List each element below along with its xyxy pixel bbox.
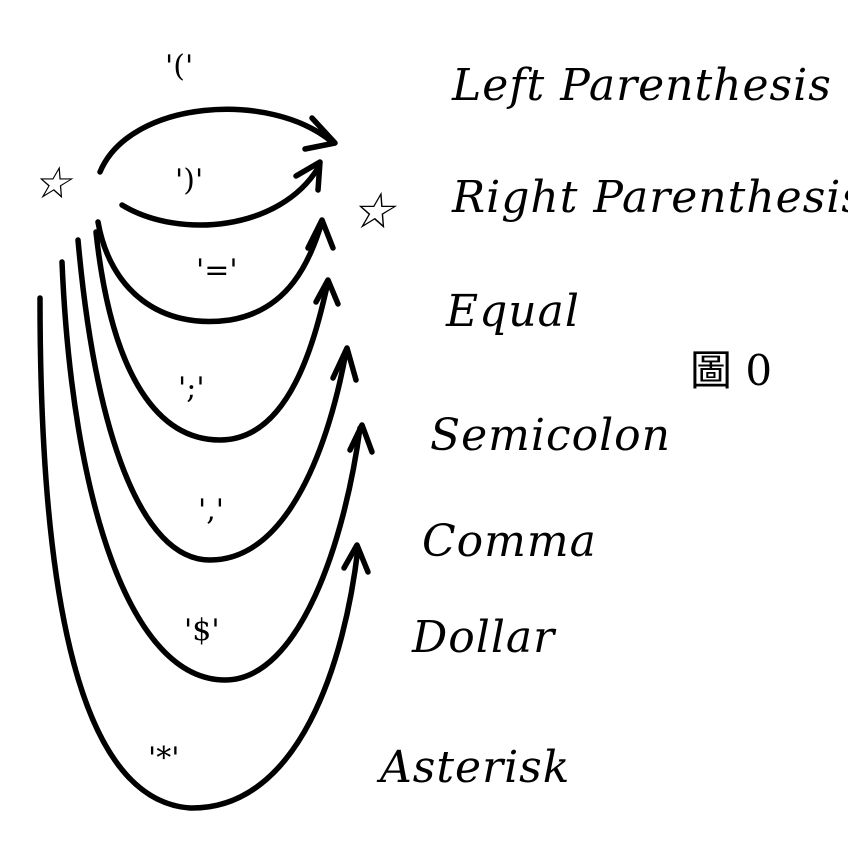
state-semicolon: Semicolon: [430, 410, 671, 461]
arrowhead-asterisk: [341, 542, 371, 575]
state-dollar: Dollar: [411, 612, 557, 663]
state-comma: Comma: [422, 516, 597, 567]
symbol-equal: '=': [196, 253, 238, 288]
transition-arc-semicolon: [93, 229, 331, 443]
symbol-left-parenthesis: '(': [165, 49, 193, 84]
arrowhead-dollar: [347, 422, 375, 455]
transition-arc-asterisk: [37, 295, 361, 811]
transition-arcs: [37, 106, 375, 811]
state-equal: Equal: [445, 286, 580, 337]
arrowhead-left-parenthesis: [302, 115, 338, 152]
transition-arc-left-parenthesis: [97, 106, 335, 175]
transition-arc-equal: [95, 219, 325, 325]
symbol-semicolon: ';': [178, 371, 205, 406]
arrowhead-right-parenthesis: [293, 159, 323, 193]
symbol-comma: ',': [198, 493, 224, 528]
state-right-parenthesis: Right Parenthesis: [451, 172, 848, 223]
transition-arc-right-parenthesis: [119, 165, 321, 228]
accept-star-icon: ☆: [350, 182, 398, 240]
transition-arc-comma: [75, 237, 349, 563]
symbol-asterisk: '*': [148, 741, 180, 776]
arrowhead-comma: [330, 345, 359, 383]
state-asterisk: Asterisk: [376, 742, 570, 793]
arrowhead-equal: [305, 217, 336, 251]
arrowhead-semicolon: [313, 277, 341, 307]
state-left-parenthesis: Left Parenthesis: [451, 60, 832, 111]
start-star-icon: ☆: [32, 158, 74, 209]
transition-arc-dollar: [59, 259, 363, 683]
state-names: Left Parenthesis Right Parenthesis Equal…: [376, 60, 848, 793]
symbol-dollar: '$': [184, 613, 220, 648]
figure-label: 圖 0: [690, 346, 772, 395]
transition-symbols: '(' ')' '=' ';' ',' '$' '*': [148, 49, 238, 776]
symbol-right-parenthesis: ')': [175, 163, 203, 198]
